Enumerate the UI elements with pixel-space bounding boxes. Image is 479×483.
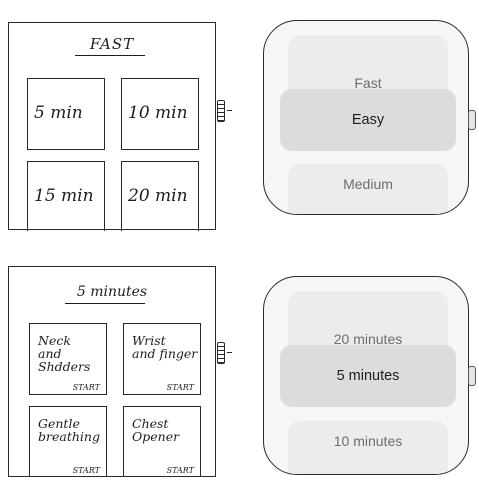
option-medium[interactable]: Medium [288, 164, 448, 214]
option-10-minutes[interactable]: 10 minutes [288, 421, 448, 474]
card-label: 20 min [128, 186, 188, 206]
card-label: 10 min [128, 103, 188, 123]
sketch-crown-icon [217, 342, 232, 364]
sketch-title: FAST [89, 35, 135, 53]
card-label: 5 min [34, 103, 83, 123]
start-button[interactable]: START [72, 383, 100, 392]
watch-crown-icon[interactable] [468, 110, 476, 130]
card-label: Wrist and finger [132, 333, 198, 362]
card-label: 15 min [34, 186, 94, 206]
watch-crown-icon[interactable] [468, 366, 476, 386]
sketch-title: 5 minutes [76, 284, 148, 300]
exercise-card[interactable]: Neck and Shdders START [29, 323, 107, 395]
sketch-bottom-line [8, 476, 216, 477]
watch-duration-screen: 20 minutes 10 minutes 5 minutes [263, 276, 469, 475]
option-easy-selected[interactable]: Easy [280, 89, 456, 151]
exercise-card[interactable]: Chest Opener START [123, 406, 201, 477]
start-button[interactable]: START [166, 383, 194, 392]
watch-difficulty-screen: Fast Medium Easy [263, 20, 469, 215]
duration-card[interactable]: 15 min [27, 161, 105, 231]
start-button[interactable]: START [166, 466, 194, 475]
exercise-card[interactable]: Wrist and finger START [123, 323, 201, 395]
duration-card[interactable]: 20 min [121, 161, 199, 231]
card-label: Gentle breathing [38, 416, 100, 445]
duration-card[interactable]: 10 min [121, 78, 199, 150]
exercise-card[interactable]: Gentle breathing START [29, 406, 107, 477]
duration-card[interactable]: 5 min [27, 78, 105, 150]
card-label: Chest Opener [132, 416, 180, 445]
sketch-crown-icon [217, 100, 232, 122]
title-underline [65, 303, 145, 304]
option-5-minutes-selected[interactable]: 5 minutes [280, 345, 456, 407]
title-underline [75, 55, 145, 56]
sketch-bottom-line [8, 229, 216, 230]
sketch-exercises-screen: 5 minutes Neck and Shdders START Wrist a… [8, 266, 216, 477]
start-button[interactable]: START [72, 466, 100, 475]
card-label: Neck and Shdders [38, 333, 91, 375]
sketch-fast-screen: FAST 5 min 10 min 15 min 20 min [8, 22, 216, 231]
